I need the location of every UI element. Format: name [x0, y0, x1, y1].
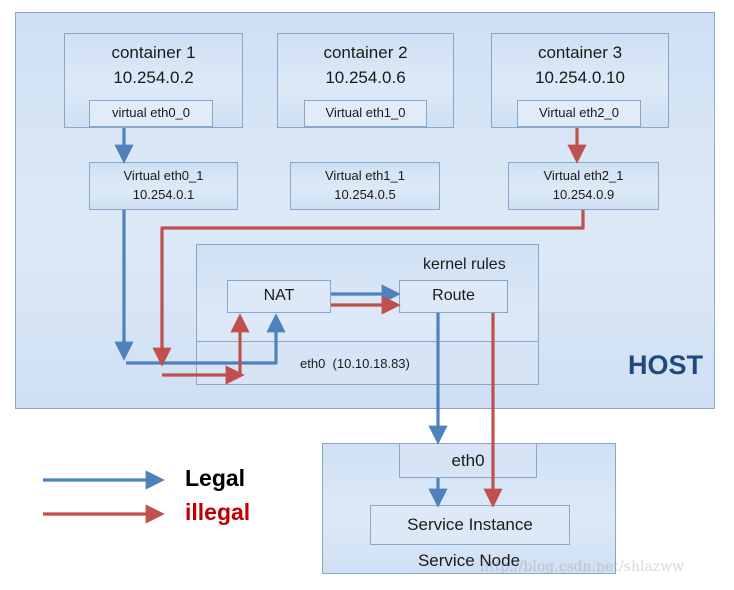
- legend-legal-label: Legal: [185, 465, 246, 491]
- route-label: Route: [432, 287, 475, 304]
- host-eth0-label: eth0 (10.10.18.83): [300, 356, 410, 371]
- service-instance-label: Service Instance: [407, 515, 533, 534]
- container-2-name: container 2: [323, 43, 408, 62]
- container-3-iface-label: Virtual eth2_0: [539, 105, 619, 120]
- container-1-ip: 10.254.0.2: [113, 68, 194, 87]
- illegal-arrow-veth2-to-left: [152, 210, 585, 367]
- container-3-ip: 10.254.0.10: [535, 68, 625, 87]
- veth-0-name: Virtual eth0_1: [123, 168, 204, 183]
- container-3-iface: [517, 100, 641, 127]
- container-1-iface: [89, 100, 213, 127]
- veth-2-ip: 10.254.0.9: [552, 187, 615, 202]
- container-1-iface-label: virtual eth0_0: [111, 105, 191, 120]
- service-instance-box: [370, 505, 570, 545]
- veth-2-box: [508, 162, 659, 210]
- veth-0-box: [89, 162, 238, 210]
- veth-2-name: Virtual eth2_1: [543, 168, 624, 183]
- veth-1-name: Virtual eth1_1: [325, 168, 405, 183]
- legal-arrow-to-nat: [126, 313, 286, 365]
- nat-box: [227, 280, 331, 313]
- container-2-ip: 10.254.0.6: [325, 68, 406, 87]
- service-node-label: Service Node: [417, 551, 521, 570]
- nat-label: NAT: [263, 287, 295, 304]
- veth-1-box: [290, 162, 440, 210]
- service-eth0-box: [399, 443, 537, 478]
- watermark: http://blog.csdn.net/shlazww: [480, 559, 685, 575]
- kernel-rules-label: kernel rules: [423, 256, 506, 273]
- veth-1-ip: 10.254.0.5: [334, 187, 396, 202]
- host-label: HOST: [628, 350, 704, 380]
- container-2-iface-label: Virtual eth1_0: [325, 105, 406, 120]
- service-eth0-label: eth0: [451, 451, 485, 470]
- container-2-iface: [304, 100, 427, 127]
- veth-0-ip: 10.254.0.1: [132, 187, 195, 202]
- container-3-name: container 3: [537, 43, 623, 62]
- container-1-name: container 1: [111, 43, 196, 62]
- legend-illegal-label: illegal: [185, 499, 251, 525]
